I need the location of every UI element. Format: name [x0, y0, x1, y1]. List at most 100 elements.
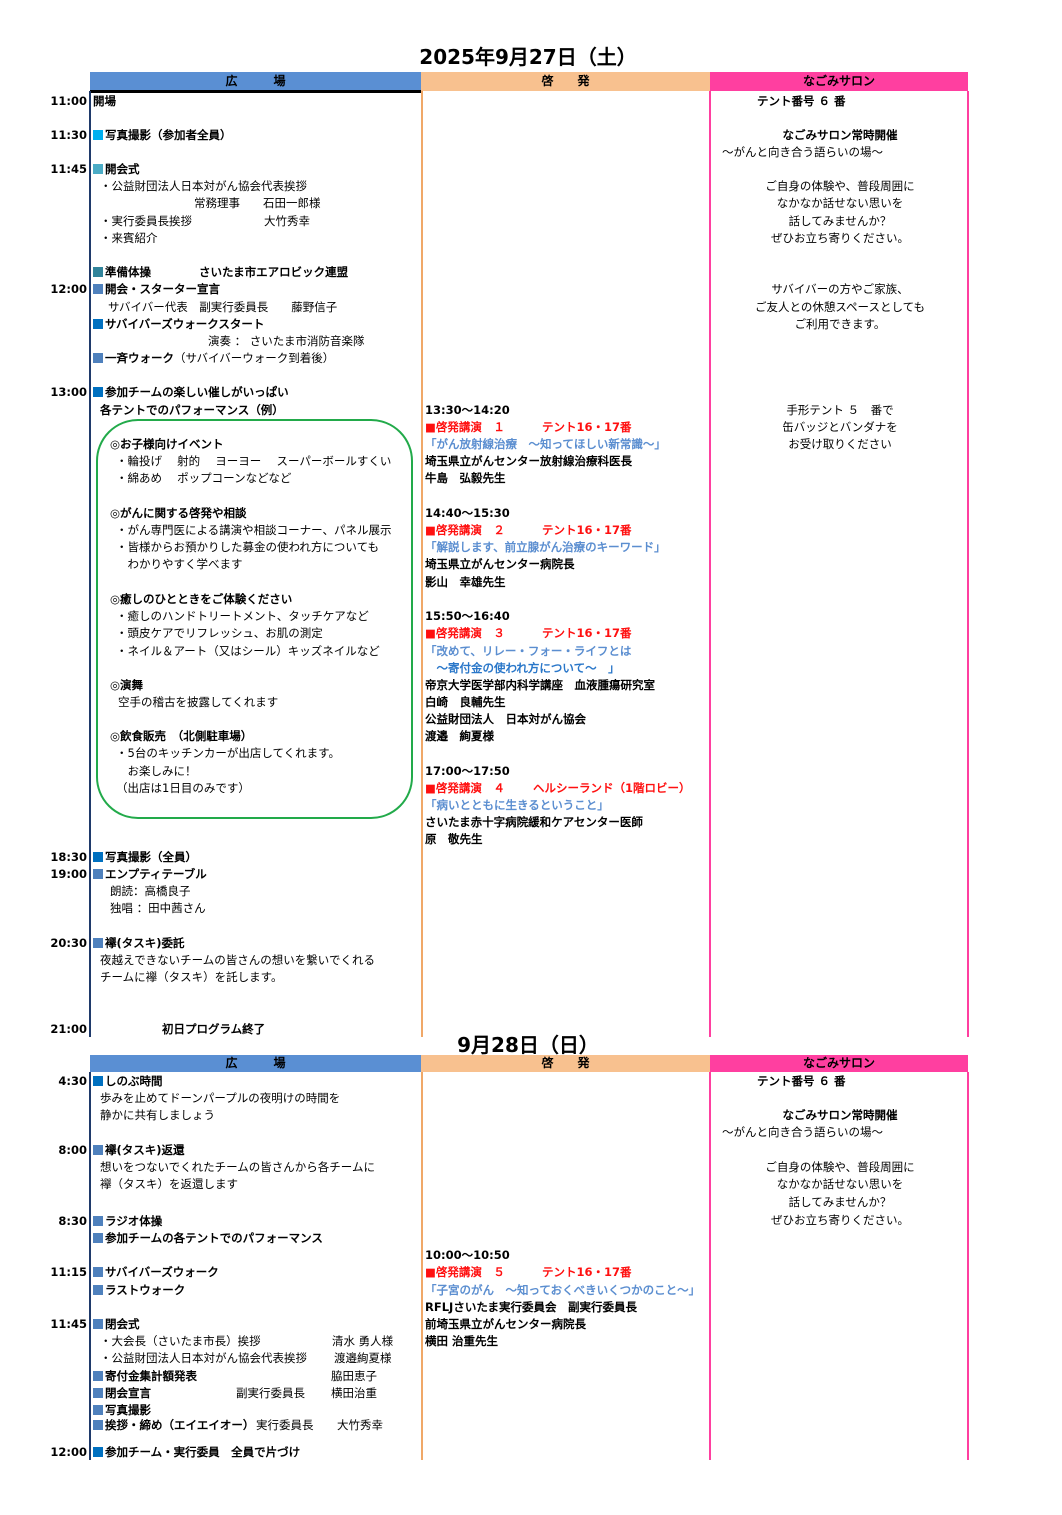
salon-line: ぜひお立ち寄りください。: [771, 1213, 909, 1227]
square-bullet-icon: [93, 387, 103, 397]
column-line: [421, 1072, 423, 1460]
lecture-affiliation: さいたま赤十字病院緩和ケアセンター医師: [425, 815, 643, 829]
salon-sub: ～がんと向き合う語らいの場～: [722, 145, 883, 159]
ceremony-line: 常務理事 石田一郎様: [194, 196, 321, 210]
square-bullet-icon: [93, 284, 103, 294]
lecture-topic: 「改めて、リレー・フォー・ライフとは: [425, 644, 632, 658]
salon-line: ご利用できます。: [794, 317, 886, 331]
events-sub: 各テントでのパフォーマンス（例）: [100, 403, 284, 417]
lecture-time: 10:00～10:50: [425, 1248, 510, 1262]
square-bullet-icon: [93, 1319, 103, 1329]
lecture-time: 17:00～17:50: [425, 764, 510, 778]
lecture-label: ■啓発講演 ５: [425, 1265, 505, 1279]
square-bullet-icon: [93, 869, 103, 879]
lecture-topic: 「病いとともに生きるということ」: [425, 798, 609, 812]
time-label: 20:30: [50, 936, 87, 950]
header-awareness: 啓 発: [421, 1055, 710, 1072]
box-line: ・がん専門医による講演や相談コーナー、パネル展示: [116, 523, 392, 537]
item-warmup: 準備体操: [93, 264, 151, 280]
lecture-place: テント16・17番: [542, 1265, 632, 1279]
item-sash: 襷(タスキ)委託: [93, 935, 185, 951]
box-line: ・綿あめ ポップコーンなどなど: [116, 471, 292, 485]
square-bullet-icon: [93, 938, 103, 948]
lecture-affiliation: 公益財団法人 日本対がん協会: [425, 712, 586, 726]
time-label: 11:15: [50, 1265, 87, 1279]
lecture-label: ■啓発講演 ２: [425, 523, 505, 537]
item-events: 参加チームの楽しい催しがいっぱい: [93, 384, 289, 400]
square-bullet-icon: [93, 1371, 103, 1381]
header-plaza: 広 場: [90, 1055, 421, 1072]
ceremony-line: ・実行委員長挨拶: [100, 214, 192, 228]
sash-line: 夜越えできないチームの皆さんの想いを繋いでくれる: [100, 953, 375, 967]
item-last-walk: ラストウォーク: [93, 1282, 185, 1298]
lecture-topic: 「解説します、前立腺がん治療のキーワード」: [425, 540, 666, 554]
time-label: 8:30: [58, 1214, 87, 1228]
closing-name: 大竹秀幸: [337, 1418, 383, 1432]
salon-sub: ～がんと向き合う語らいの場～: [722, 1125, 883, 1139]
item-open: 開場: [93, 94, 116, 108]
lecture-speaker: 渡邉 絢夏様: [425, 729, 494, 743]
reading: 朗読：高橋良子: [110, 884, 191, 898]
time-label: 18:30: [50, 850, 87, 864]
day1-end: 初日プログラム終了: [162, 1022, 266, 1036]
lecture-affiliation: 埼玉県立がんセンター放射線治療科医長: [425, 454, 632, 468]
header-salon: なごみサロン: [710, 72, 968, 91]
salon-line: 手形テント ５ 番で: [786, 403, 894, 417]
ceremony-line: ・来賓紹介: [100, 231, 158, 245]
box-line: ・癒しのハンドトリートメント、タッチケアなど: [116, 609, 369, 623]
column-line: [967, 91, 969, 1037]
lecture-affiliation: 帝京大学医学部内科学講座 血液腫瘍研究室: [425, 678, 655, 692]
item-starter: 開会・スターター宣言: [93, 281, 220, 297]
day1-title: 2025年9月27日（土）: [419, 45, 637, 69]
salon-tent: テント番号 ６ 番: [757, 94, 846, 108]
salon-line: ぜひお立ち寄りください。: [771, 231, 909, 245]
closing-name: 脇田恵子: [331, 1369, 377, 1383]
salon-open: なごみサロン常時開催: [782, 128, 898, 142]
events-box: [96, 419, 413, 819]
warmup-by: さいたま市エアロビック連盟: [199, 265, 349, 279]
item-ceremony: 開会式: [93, 161, 140, 177]
item-radio: ラジオ体操: [93, 1213, 162, 1229]
lecture-time: 13:30～14:20: [425, 403, 510, 417]
item-survivors-walk: サバイバーズウォークスタート: [93, 316, 264, 332]
lecture-time: 14:40～15:30: [425, 506, 510, 520]
square-bullet-icon: [93, 353, 103, 363]
lecture-speaker: 白崎 良輔先生: [425, 695, 506, 709]
column-line: [89, 1072, 91, 1460]
salon-line: ご自身の体験や、普段周囲に: [765, 1160, 915, 1174]
square-bullet-icon: [93, 1405, 103, 1415]
lecture-place: ヘルシーランド（1階ロビー）: [533, 781, 691, 795]
square-bullet-icon: [93, 852, 103, 862]
column-line: [967, 1072, 969, 1460]
lecture-speaker: 影山 幸雄先生: [425, 575, 506, 589]
starter-by: サバイバー代表 副実行委員長 藤野信子: [108, 300, 338, 314]
lecture-label: ■啓発講演 １: [425, 420, 505, 434]
square-bullet-icon: [93, 1285, 103, 1295]
closing-name: 横田治重: [331, 1386, 377, 1400]
item-sash-return: 襷(タスキ)返還: [93, 1142, 185, 1158]
lecture-speaker: 牛島 弘毅先生: [425, 471, 506, 485]
item-all-walk: 一斉ウォーク（サバイバーウォーク到着後）: [93, 350, 334, 366]
square-bullet-icon: [93, 164, 103, 174]
lecture-time: 15:50～16:40: [425, 609, 510, 623]
square-bullet-icon: [93, 1420, 103, 1430]
square-bullet-icon: [93, 1076, 103, 1086]
box-heading: ◎飲食販売 （北側駐車場）: [110, 729, 253, 743]
box-line: お楽しみに！: [116, 764, 197, 778]
lecture-place: テント16・17番: [542, 523, 632, 537]
square-bullet-icon: [93, 319, 103, 329]
item-photo: 写真撮影: [93, 1402, 151, 1418]
time-label: 12:00: [50, 282, 87, 296]
column-line: [421, 91, 423, 1037]
item-closing: 閉会式: [93, 1316, 140, 1332]
time-label: 12:00: [50, 1445, 87, 1459]
time-label: 11:30: [50, 128, 87, 142]
item-greet: 挨拶・締め（エイエイオー）: [93, 1417, 254, 1433]
sash-line: 襷（タスキ）を返還します: [100, 1177, 238, 1191]
lecture-topic: 「がん放射線治療 ～知ってほしい新常識～」: [425, 437, 666, 451]
item-cleanup: 参加チーム・実行委員 全員で片づけ: [93, 1444, 300, 1460]
square-bullet-icon: [93, 1233, 103, 1243]
lecture-affiliation: 埼玉県立がんセンター病院長: [425, 557, 575, 571]
lecture-label: ■啓発講演 ４: [425, 781, 505, 795]
closing-line: ・公益財団法人日本対がん協会代表挨拶: [100, 1351, 307, 1365]
